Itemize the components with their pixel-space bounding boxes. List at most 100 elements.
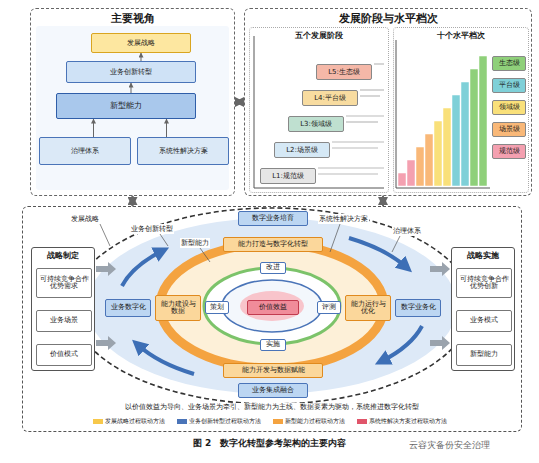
level-step	[461, 82, 469, 186]
level-step	[434, 121, 442, 186]
level-step	[479, 56, 487, 186]
legend-swatch	[357, 419, 367, 424]
label-box: 可持续竞争合作优势创新	[456, 268, 512, 298]
label-box: 可持续竞争合作优势需求	[36, 268, 92, 298]
label-box: 新型能力	[56, 93, 196, 119]
legend-text: 系统性解决方案过程联动方法	[369, 417, 447, 426]
box-text: 规范级	[499, 147, 520, 155]
label-box: 平台级	[492, 78, 526, 93]
level-step	[452, 95, 460, 186]
box-text: L1:规范级	[272, 172, 304, 180]
ring-label: 发展战略	[70, 214, 100, 224]
box-text: L5:生态级	[328, 68, 360, 76]
label-box: 价值模式	[36, 344, 92, 366]
label-box: 业务创新转型	[66, 61, 196, 83]
box-text: 领域级	[499, 103, 520, 111]
axis-line	[396, 40, 397, 188]
label-box: 能力建设与数据	[155, 295, 201, 321]
connector	[132, 196, 134, 206]
axis-line	[396, 188, 490, 189]
axis-line	[254, 36, 255, 188]
label-box: 实施	[260, 339, 286, 351]
governance-ring	[222, 280, 322, 332]
value-core	[240, 291, 304, 321]
group-frame: 发展阶段与水平档次五个发展阶段L1:规范级L2:场景级L3:领域级L4:平台级L…	[244, 8, 532, 196]
group-frame: 以价值效益为导向、业务场景为牵引、新型能力为主线、数据要素为驱动，系统推进数字化…	[22, 206, 522, 432]
group-frame: 战略制定可持续竞争合作优势需求业务场景价值模式	[31, 247, 95, 371]
label-box: 策划	[205, 301, 229, 314]
legend-swatch	[177, 419, 187, 424]
level-step	[470, 69, 478, 186]
frame-heading: 主要视角	[31, 9, 234, 26]
label-box: L2:场景级	[274, 142, 330, 158]
box-text: 场景级	[499, 125, 520, 133]
box-text: 评测	[322, 304, 336, 311]
label-box: 业务模式	[456, 310, 512, 332]
box-text: 业务集成融合	[252, 387, 294, 394]
frame-heading: 战略实施	[452, 248, 514, 261]
box-text: 新型能力	[110, 102, 142, 111]
box-text: 数字业务培育	[252, 215, 294, 222]
box-text: 数字业务化	[401, 304, 436, 311]
group-frame: 战略实施可持续竞争合作优势创新业务模式新型能力	[451, 247, 515, 371]
box-text: 业务场景	[50, 317, 78, 324]
ring-label: 业务创新转型	[130, 224, 174, 234]
level-staircase	[398, 56, 487, 186]
leader-lines	[100, 224, 400, 262]
ring-label: 治理体系	[392, 226, 422, 236]
label-box: 生态级	[492, 56, 526, 71]
label-box: 数字业务培育	[238, 211, 308, 226]
label-box: 能力运行与优化	[345, 295, 391, 321]
axis-line	[254, 188, 384, 189]
legend-text: 新型能力过程联动方法	[285, 417, 345, 426]
legend: 发展战略过程联动方法 业务创新转型过程联动方法 新型能力过程联动方法 系统性解决方案过…	[0, 417, 539, 426]
box-text: 能力开发与数据赋能	[242, 367, 305, 374]
level-step	[416, 147, 424, 186]
connector	[235, 101, 244, 103]
connector	[166, 119, 167, 137]
label-box: 能力开发与数据赋能	[223, 363, 323, 378]
box-text: 能力建设与数据	[158, 301, 198, 316]
legend-item: 业务创新转型过程联动方法	[175, 417, 263, 426]
label-box: 评测	[317, 301, 341, 314]
connector	[141, 53, 142, 61]
panel-ground	[36, 26, 229, 190]
box-text: 能力打造与数字化转型	[238, 241, 308, 248]
level-step	[425, 134, 433, 186]
label-box: 数字业务化	[395, 299, 441, 317]
frame-heading: 十个水平档次	[394, 28, 528, 41]
group-frame: 十个水平档次生态级平台级领域级场景级规范级	[393, 27, 529, 193]
connector	[382, 196, 384, 206]
label-box: 业务数字化	[105, 299, 151, 317]
legend-item: 新型能力过程联动方法	[271, 417, 347, 426]
box-text: 价值模式	[50, 351, 78, 358]
legend-text: 业务创新转型过程联动方法	[189, 417, 261, 426]
box-text: 治理体系	[71, 147, 99, 155]
box-text: 平台级	[499, 81, 520, 89]
label-box: 新型能力	[456, 344, 512, 366]
label-box: 规范级	[492, 144, 526, 159]
box-text: 可持续竞争合作优势需求	[39, 276, 89, 291]
level-step	[398, 173, 406, 186]
box-text: 生态级	[499, 59, 520, 67]
flow-arrows	[96, 262, 450, 350]
label-box: L4:平台级	[302, 90, 358, 106]
box-text: 新型能力	[470, 351, 498, 358]
frame-heading: 五个发展阶段	[250, 28, 388, 41]
label-box: 领域级	[492, 100, 526, 115]
box-text: 策划	[210, 304, 224, 311]
label-box: 业务集成融合	[238, 383, 308, 398]
label-box: 价值效益	[247, 300, 299, 315]
ring-label: 新型能力	[180, 238, 210, 248]
group-frame: 主要视角发展战略业务创新转型新型能力治理体系系统性解决方案	[30, 8, 235, 196]
label-box: 改进	[260, 262, 286, 274]
box-text: 可持续竞争合作优势创新	[459, 276, 509, 291]
frame-heading: 战略制定	[32, 248, 94, 261]
box-text: L3:领域级	[300, 120, 332, 128]
box-text: 业务模式	[470, 317, 498, 324]
level-step	[407, 160, 415, 186]
label-box: 发展战略	[91, 33, 191, 53]
legend-text: 发展战略过程联动方法	[105, 417, 165, 426]
legend-swatch	[93, 419, 103, 424]
ring-label: 系统性解决方案	[318, 214, 369, 224]
